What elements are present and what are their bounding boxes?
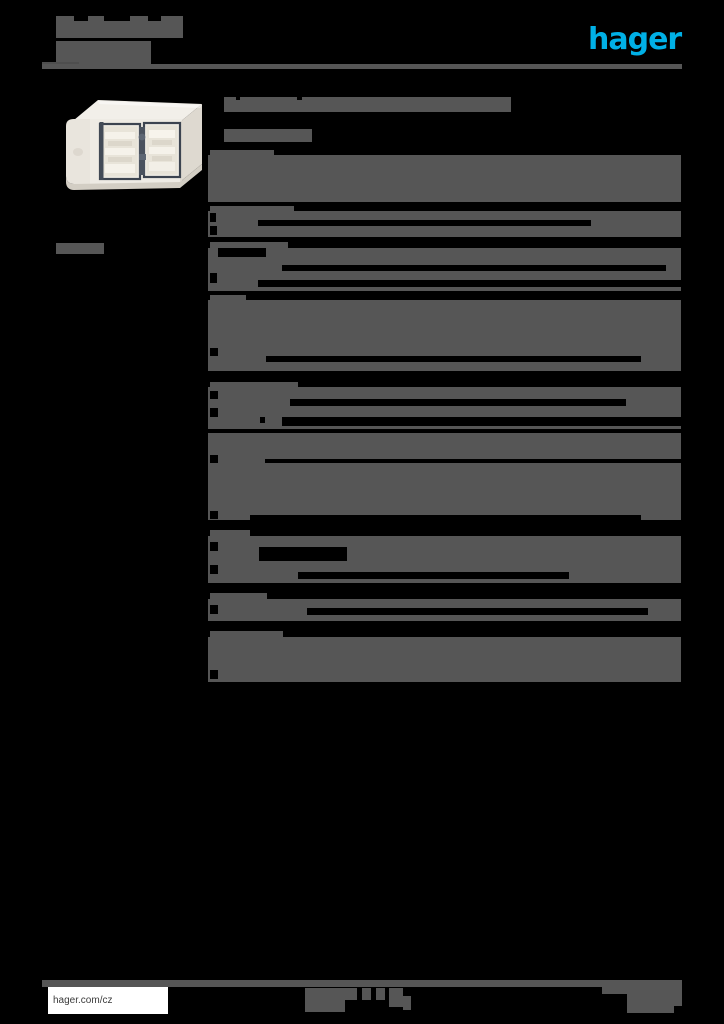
row-label-gap	[218, 248, 266, 257]
main-heading-gap	[236, 96, 240, 100]
table-row	[208, 463, 681, 521]
row-label-gap	[210, 542, 218, 551]
table-section-header-tab	[210, 150, 274, 156]
main-heading	[224, 97, 511, 112]
table-row	[208, 599, 681, 621]
row-label-gap-2	[210, 226, 217, 235]
table-row	[208, 248, 681, 291]
table-row-tab	[210, 242, 288, 248]
page-header: hager	[0, 0, 724, 70]
page-title-gap-a	[74, 16, 88, 21]
footer-center-seg-3	[376, 988, 385, 1000]
main-heading-gap-2	[297, 96, 302, 100]
row-value-rule	[298, 572, 569, 579]
table-row-tab	[210, 206, 294, 212]
row-value-rule-2	[282, 417, 681, 426]
row-label-gap-2	[210, 565, 218, 574]
page-title-gap-c	[148, 16, 161, 21]
page-title-line-1	[56, 16, 183, 38]
row-value-rule	[250, 515, 641, 521]
table-row	[208, 387, 681, 429]
row-value-rule-2	[258, 280, 681, 287]
table-row	[208, 637, 681, 682]
row-label-gap	[210, 511, 218, 519]
row-label-gap	[210, 605, 218, 614]
main-subheading	[224, 129, 312, 142]
footer-center-seg-6	[403, 996, 411, 1010]
row-label-gap	[210, 213, 216, 222]
footer-right-text	[602, 985, 682, 1013]
row-label-gap	[210, 455, 218, 463]
row-value-rule	[258, 220, 591, 226]
row-value-rule	[282, 265, 666, 271]
header-divider	[42, 64, 682, 69]
row-label-gap-2	[210, 273, 217, 283]
product-photo	[56, 92, 206, 202]
row-label-gap	[210, 670, 218, 679]
footer-right-seg-2	[627, 994, 682, 1006]
table-row	[208, 348, 681, 371]
hager-logo[interactable]: hager	[588, 22, 682, 57]
row-value-rule	[290, 399, 626, 406]
footer-center-seg-1	[305, 988, 357, 1000]
row-value-rule	[266, 356, 641, 362]
row-value-rule	[307, 608, 648, 615]
footer-url-text[interactable]: hager.com/cz	[53, 995, 113, 1006]
row-value-block	[259, 547, 347, 561]
footer-url-box[interactable]: hager.com/cz	[48, 987, 168, 1014]
footer-right-seg-3	[627, 1006, 674, 1013]
row-label-gap	[210, 391, 218, 399]
product-reference-label	[56, 243, 104, 254]
table-row-tab	[210, 530, 250, 536]
footer-right-seg-1	[602, 985, 682, 994]
table-row	[208, 536, 681, 583]
footer-center-seg-2	[362, 988, 371, 1000]
page-title	[56, 16, 192, 66]
table-row-tab	[210, 631, 283, 637]
table-row-tab	[210, 593, 267, 599]
table-row	[208, 433, 681, 465]
table-row-tab	[210, 295, 246, 301]
footer-divider	[42, 980, 682, 987]
footer-center-seg-4	[389, 988, 403, 1007]
product-photo-svg	[66, 100, 202, 190]
row-marker	[260, 417, 265, 423]
table-row	[208, 211, 681, 237]
page-title-gap-b	[104, 16, 130, 21]
table-row-tab	[210, 382, 298, 388]
page-title-line-2	[56, 41, 151, 64]
footer-center-text	[305, 988, 435, 1012]
row-label-gap-2	[210, 408, 218, 417]
footer-center-seg-5	[305, 1000, 345, 1012]
row-label-gap	[210, 348, 218, 356]
table-section-header	[208, 155, 681, 202]
page-title-line-3	[56, 60, 114, 66]
row-value-rule	[265, 459, 681, 465]
